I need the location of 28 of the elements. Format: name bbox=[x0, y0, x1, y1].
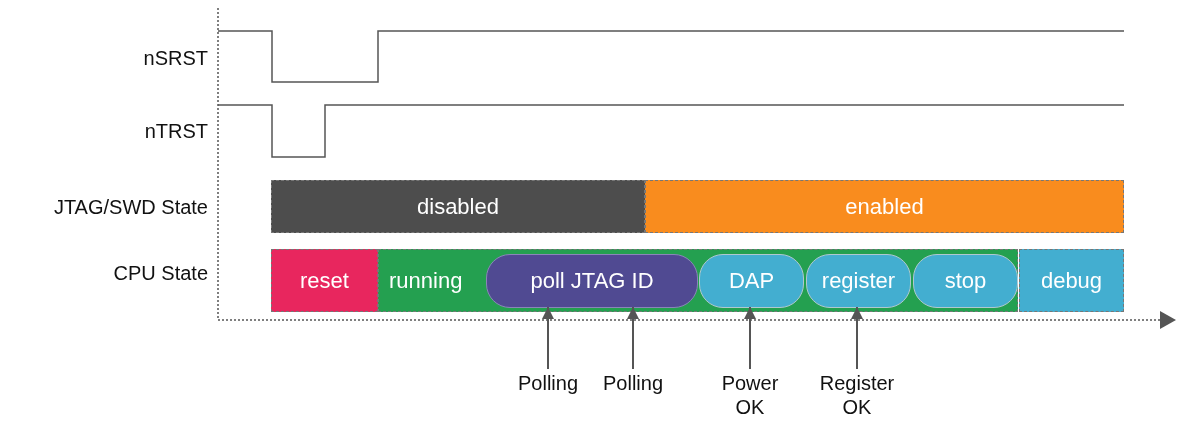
state-label: reset bbox=[300, 267, 349, 294]
state-bar bbox=[645, 180, 1124, 233]
annotation-text: Register OK bbox=[807, 371, 907, 419]
signal-name: nSRST bbox=[143, 46, 208, 70]
state-pill bbox=[699, 254, 804, 308]
signal-name: nTRST bbox=[144, 119, 208, 143]
state-bar bbox=[378, 249, 1018, 312]
annotation-text: Power OK bbox=[705, 371, 795, 419]
state-label: register bbox=[821, 268, 896, 294]
state-bar bbox=[271, 249, 378, 312]
arrow bbox=[851, 306, 863, 370]
arrow bbox=[627, 306, 639, 370]
state-bar bbox=[1019, 249, 1124, 312]
state-label: stop bbox=[944, 268, 987, 294]
state-pill bbox=[486, 254, 698, 308]
state-label: running bbox=[389, 267, 463, 294]
state-label: disabled bbox=[417, 193, 499, 220]
signal-name: JTAG/SWD State bbox=[53, 195, 208, 219]
arrow bbox=[744, 306, 756, 370]
state-label: debug bbox=[1040, 267, 1103, 294]
state-label: DAP bbox=[728, 268, 775, 294]
state-pill bbox=[913, 254, 1018, 308]
signal-name: CPU State bbox=[113, 261, 208, 285]
state-pill bbox=[806, 254, 911, 308]
state-label: poll JTAG ID bbox=[530, 268, 654, 294]
state-bar bbox=[271, 180, 645, 233]
arrow bbox=[542, 306, 554, 370]
state-label: enabled bbox=[845, 193, 924, 220]
